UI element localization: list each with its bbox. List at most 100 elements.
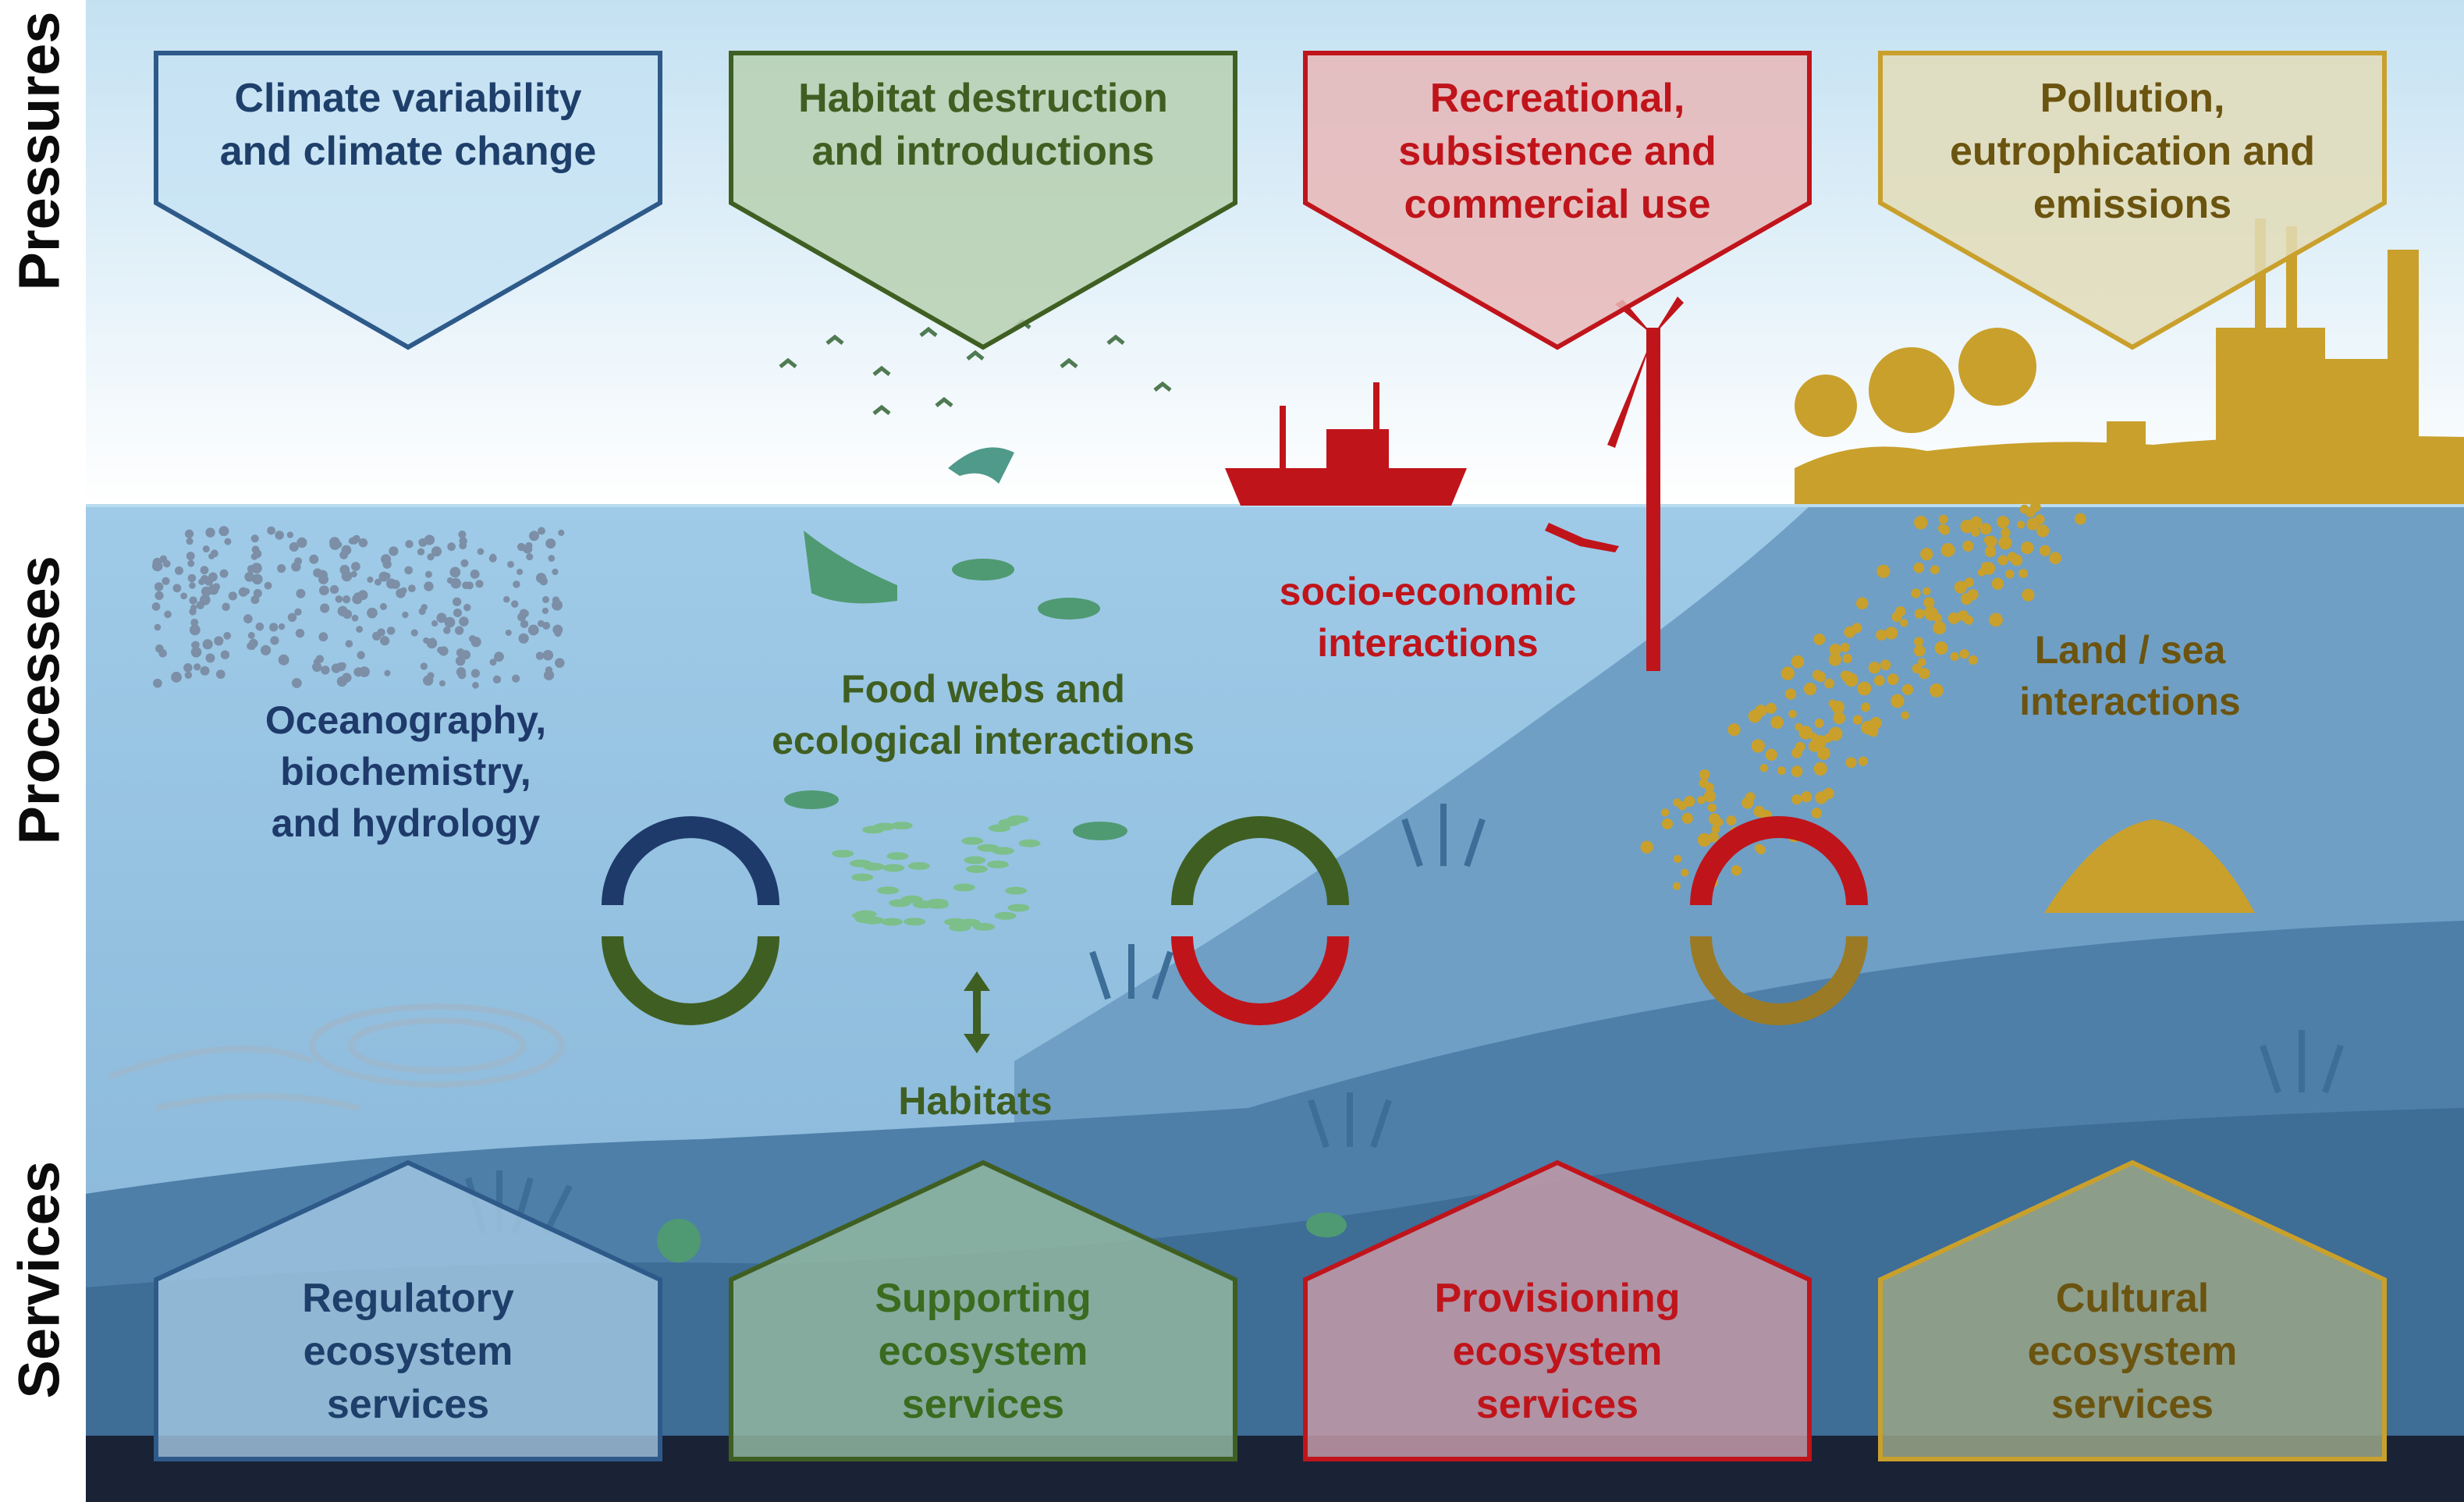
nutrient-dot xyxy=(1840,670,1851,680)
nutrient-dot xyxy=(1755,705,1767,717)
nutrient-dot xyxy=(1842,653,1852,664)
particle-dot xyxy=(202,639,213,650)
nutrient-dot xyxy=(1923,597,1935,609)
nutrient-dot xyxy=(1708,813,1720,826)
tuna-icon xyxy=(1073,822,1127,840)
school-fish xyxy=(907,861,930,870)
diver-icon xyxy=(1545,523,1619,552)
particle-dot xyxy=(220,650,230,659)
nutrient-dot xyxy=(1759,764,1769,772)
particle-dot xyxy=(459,542,467,550)
particle-dot xyxy=(277,563,286,573)
nutrient-dot xyxy=(1977,568,1986,577)
particle-dot xyxy=(407,584,416,593)
particle-dot xyxy=(243,588,250,595)
sediment-mound-icon xyxy=(2044,819,2255,913)
particle-dot xyxy=(356,626,364,633)
pressure-box-pollution xyxy=(1878,51,2387,350)
school-fish xyxy=(1007,904,1030,912)
particle-dot xyxy=(438,680,446,687)
particle-dot xyxy=(449,566,461,578)
particle-dot xyxy=(438,646,449,656)
particle-dot xyxy=(383,572,391,580)
service-box-regulatory xyxy=(154,1159,662,1461)
school-fish xyxy=(973,922,996,931)
particle-dot xyxy=(386,627,396,635)
particle-dot xyxy=(243,614,253,623)
nutrient-dot xyxy=(1788,709,1797,719)
nutrient-dot xyxy=(2036,524,2050,538)
nutrient-dot xyxy=(1876,564,1891,578)
particle-dot xyxy=(453,608,463,618)
school-fish xyxy=(880,918,903,926)
nutrient-dot xyxy=(1672,882,1681,890)
particle-dot xyxy=(523,544,533,554)
particle-dot xyxy=(318,585,329,596)
pressure-box-habitat xyxy=(729,51,1237,350)
particle-dot xyxy=(267,526,275,535)
crab-icon xyxy=(1306,1213,1347,1237)
particle-dot xyxy=(275,531,284,540)
particle-dot xyxy=(345,640,353,648)
nutrient-dot xyxy=(2001,527,2011,538)
service-label-regulatory: Regulatory ecosystem services xyxy=(302,1276,514,1427)
school-fish xyxy=(964,856,986,865)
nutrient-dot xyxy=(1696,796,1706,804)
particle-dot xyxy=(208,572,218,582)
nutrient-dot xyxy=(1964,615,1974,625)
nutrient-dot xyxy=(1861,702,1870,712)
land-area xyxy=(1795,435,2464,506)
particle-dot xyxy=(196,601,204,609)
particle-dot xyxy=(358,538,368,548)
nutrient-dot xyxy=(1770,715,1784,730)
process-label-land-sea: Land / sea interactions xyxy=(2019,628,2241,723)
nutrient-dot xyxy=(1913,562,1925,573)
particle-dot xyxy=(154,623,162,631)
nutrient-dot xyxy=(1703,790,1717,803)
school-fish xyxy=(986,860,1009,868)
particle-dot xyxy=(183,663,193,673)
particle-dot xyxy=(296,537,307,549)
particle-dot xyxy=(189,582,196,589)
pressure-label-use: Recreational, subsistence and commercial… xyxy=(1398,76,1717,227)
dolphin-icon xyxy=(948,447,1014,484)
particle-dot xyxy=(244,573,254,582)
trees-icon xyxy=(1795,328,2036,437)
particle-dot xyxy=(151,602,161,611)
school-fish xyxy=(953,883,975,892)
particle-dot xyxy=(201,574,209,584)
particle-dot xyxy=(489,659,497,666)
nutrient-dot xyxy=(2021,541,2034,555)
nutrient-dot xyxy=(1914,609,1925,620)
particle-dot xyxy=(541,595,550,603)
particle-dot xyxy=(372,631,382,641)
nutrient-dot xyxy=(1813,762,1827,776)
service-label-provisioning: Provisioning ecosystem services xyxy=(1434,1276,1681,1427)
particle-dot xyxy=(443,627,451,634)
nutrient-dot xyxy=(1991,577,2004,590)
seafloor-bottom xyxy=(86,1436,2464,1502)
nutrient-dot xyxy=(1997,516,2010,529)
nutrient-dot xyxy=(1867,726,1879,737)
particle-dot xyxy=(348,537,356,545)
nutrient-dot xyxy=(1971,527,1980,537)
fish-school-icon xyxy=(832,815,1041,932)
particle-dot xyxy=(475,580,484,588)
particle-dot xyxy=(444,616,456,628)
process-label-socio-economic: socio-economic interactions xyxy=(1279,570,1577,665)
nutrient-dot xyxy=(1900,619,1908,627)
nutrient-dot xyxy=(1855,597,1869,610)
particle-dot xyxy=(488,554,497,563)
particle-dot xyxy=(460,650,471,660)
particle-dot xyxy=(385,578,397,589)
nutrient-dot xyxy=(1944,489,1957,502)
process-label-food-webs: Food webs and ecological interactions xyxy=(772,667,1195,762)
nutrient-dot xyxy=(1969,516,1983,529)
nutrient-dot xyxy=(1938,524,1947,534)
nutrient-dot xyxy=(1791,747,1802,758)
particle-dot xyxy=(171,671,182,683)
particle-dot xyxy=(446,577,454,584)
particle-dot xyxy=(517,613,527,622)
particle-dot xyxy=(286,531,294,538)
school-fish xyxy=(862,826,885,834)
